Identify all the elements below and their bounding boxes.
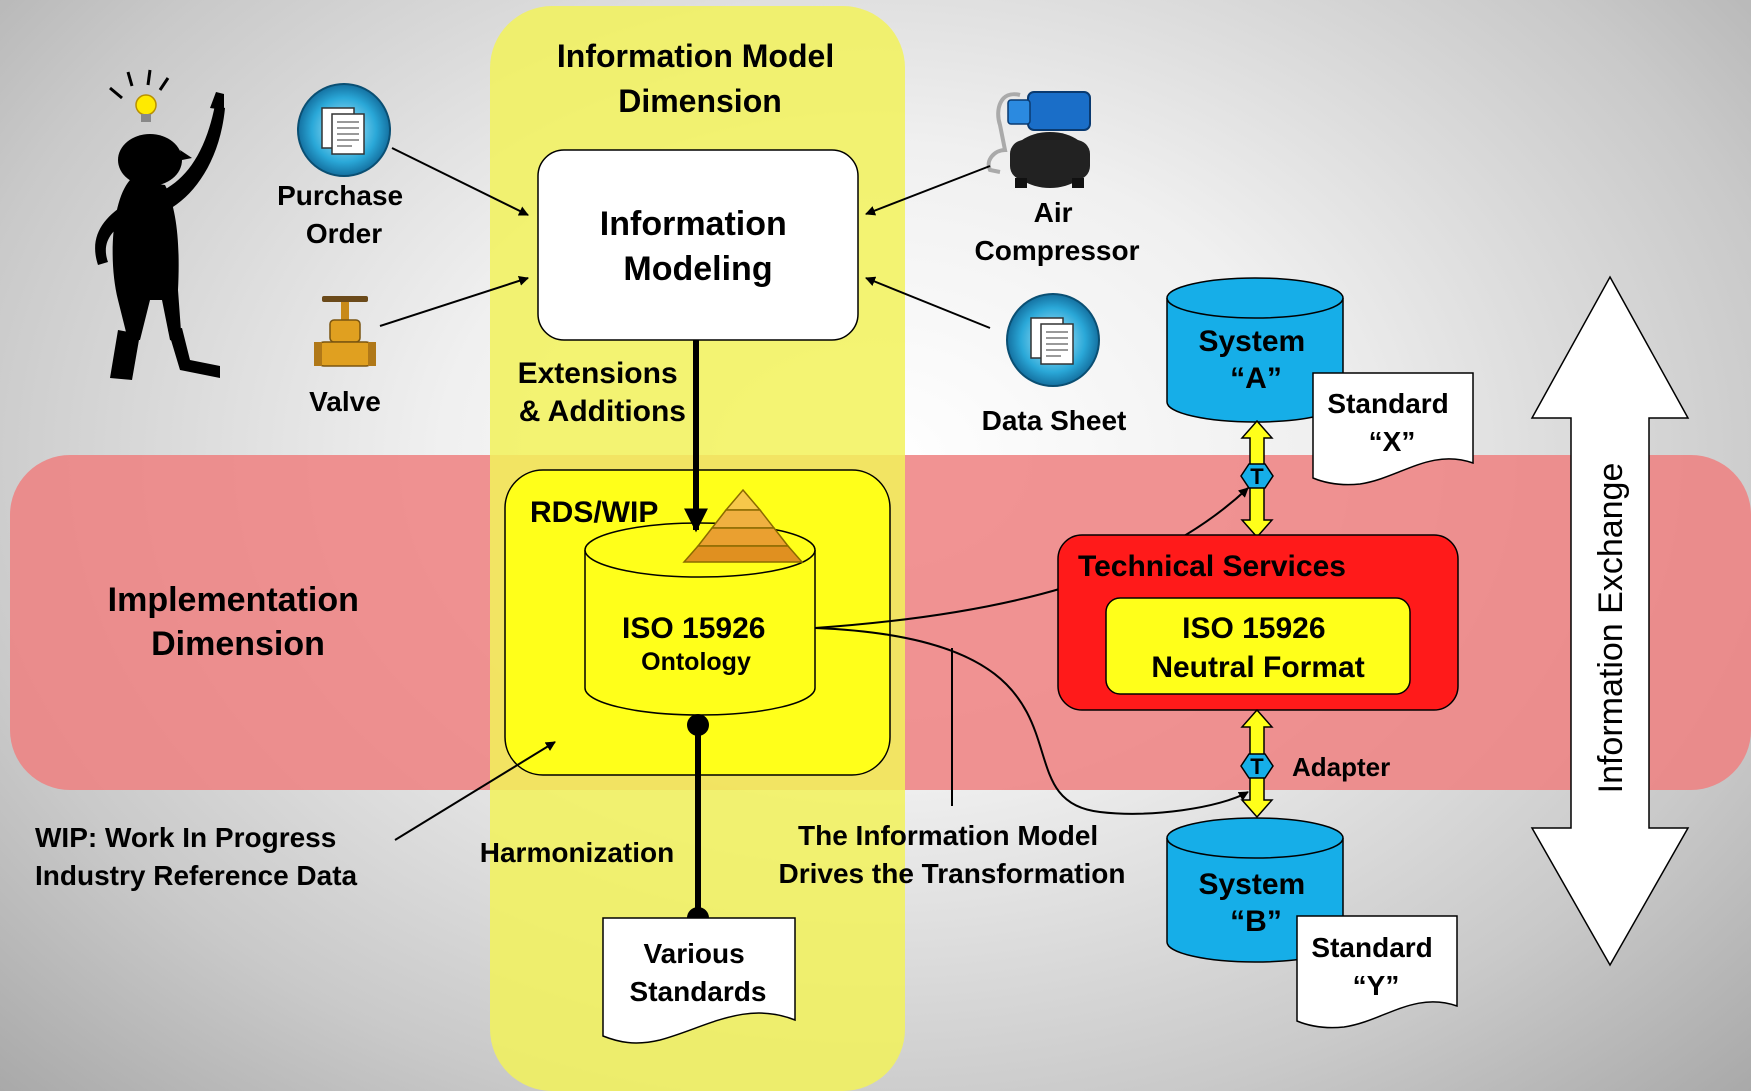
system-a-adapter-connector xyxy=(1240,419,1274,539)
standard-y-document xyxy=(1296,915,1458,1029)
standard-y-label: Standard “Y” xyxy=(1311,932,1440,1001)
system-b-label: System “B” xyxy=(1198,868,1313,938)
standard-x-label: Standard “X” xyxy=(1327,388,1456,457)
data-sheet-document-icon xyxy=(1006,293,1100,387)
neutral-format-label: ISO 15926 Neutral Format xyxy=(1151,612,1364,684)
technical-services-label: Technical Services xyxy=(1078,550,1346,583)
adapter-label: Adapter xyxy=(1292,752,1390,782)
drives-transformation-label: The Information Model Drives the Transfo… xyxy=(779,820,1126,889)
information-exchange-label: Information Exchange xyxy=(1592,463,1630,794)
air-compressor-icon xyxy=(986,91,1091,188)
t-badge-bottom: T xyxy=(1250,754,1264,779)
t-badge-top: T xyxy=(1250,464,1264,489)
thinking-person-icon xyxy=(95,69,225,380)
system-a-label: System “A” xyxy=(1198,325,1313,395)
air-compressor-label: Air Compressor xyxy=(975,197,1140,266)
data-sheet-label: Data Sheet xyxy=(982,405,1127,436)
information-modeling-label: Information Modeling xyxy=(600,205,796,288)
system-b-adapter-connector xyxy=(1240,708,1274,819)
various-standards-document xyxy=(602,917,796,1044)
pyramid-icon xyxy=(682,488,804,563)
information-exchange-arrow xyxy=(1530,275,1690,967)
standard-x-document xyxy=(1312,372,1474,486)
wip-note: WIP: Work In Progress Industry Reference… xyxy=(35,822,358,891)
valve-label: Valve xyxy=(309,386,381,417)
purchase-order-document-icon xyxy=(297,83,391,177)
valve-icon xyxy=(314,296,376,367)
implementation-dimension-title: Implementation Dimension xyxy=(108,581,369,663)
ontology-label: ISO 15926 Ontology xyxy=(622,612,770,676)
information-model-dimension-title: Information Model Dimension xyxy=(557,38,843,119)
rds-wip-label: RDS/WIP xyxy=(530,496,658,529)
purchase-order-label: Purchase Order xyxy=(277,180,411,249)
input-arrows xyxy=(379,147,991,329)
information-modeling-box xyxy=(537,149,859,341)
transformation-curve-to-b xyxy=(814,627,1249,815)
system-a-cylinder xyxy=(1166,277,1344,423)
neutral-format-box xyxy=(1105,597,1411,695)
various-standards-label: Various Standards xyxy=(630,938,767,1007)
wip-note-arrow xyxy=(394,741,556,841)
harmonization-label: Harmonization xyxy=(480,837,674,868)
extensions-additions-label: Extensions & Additions xyxy=(518,357,686,428)
